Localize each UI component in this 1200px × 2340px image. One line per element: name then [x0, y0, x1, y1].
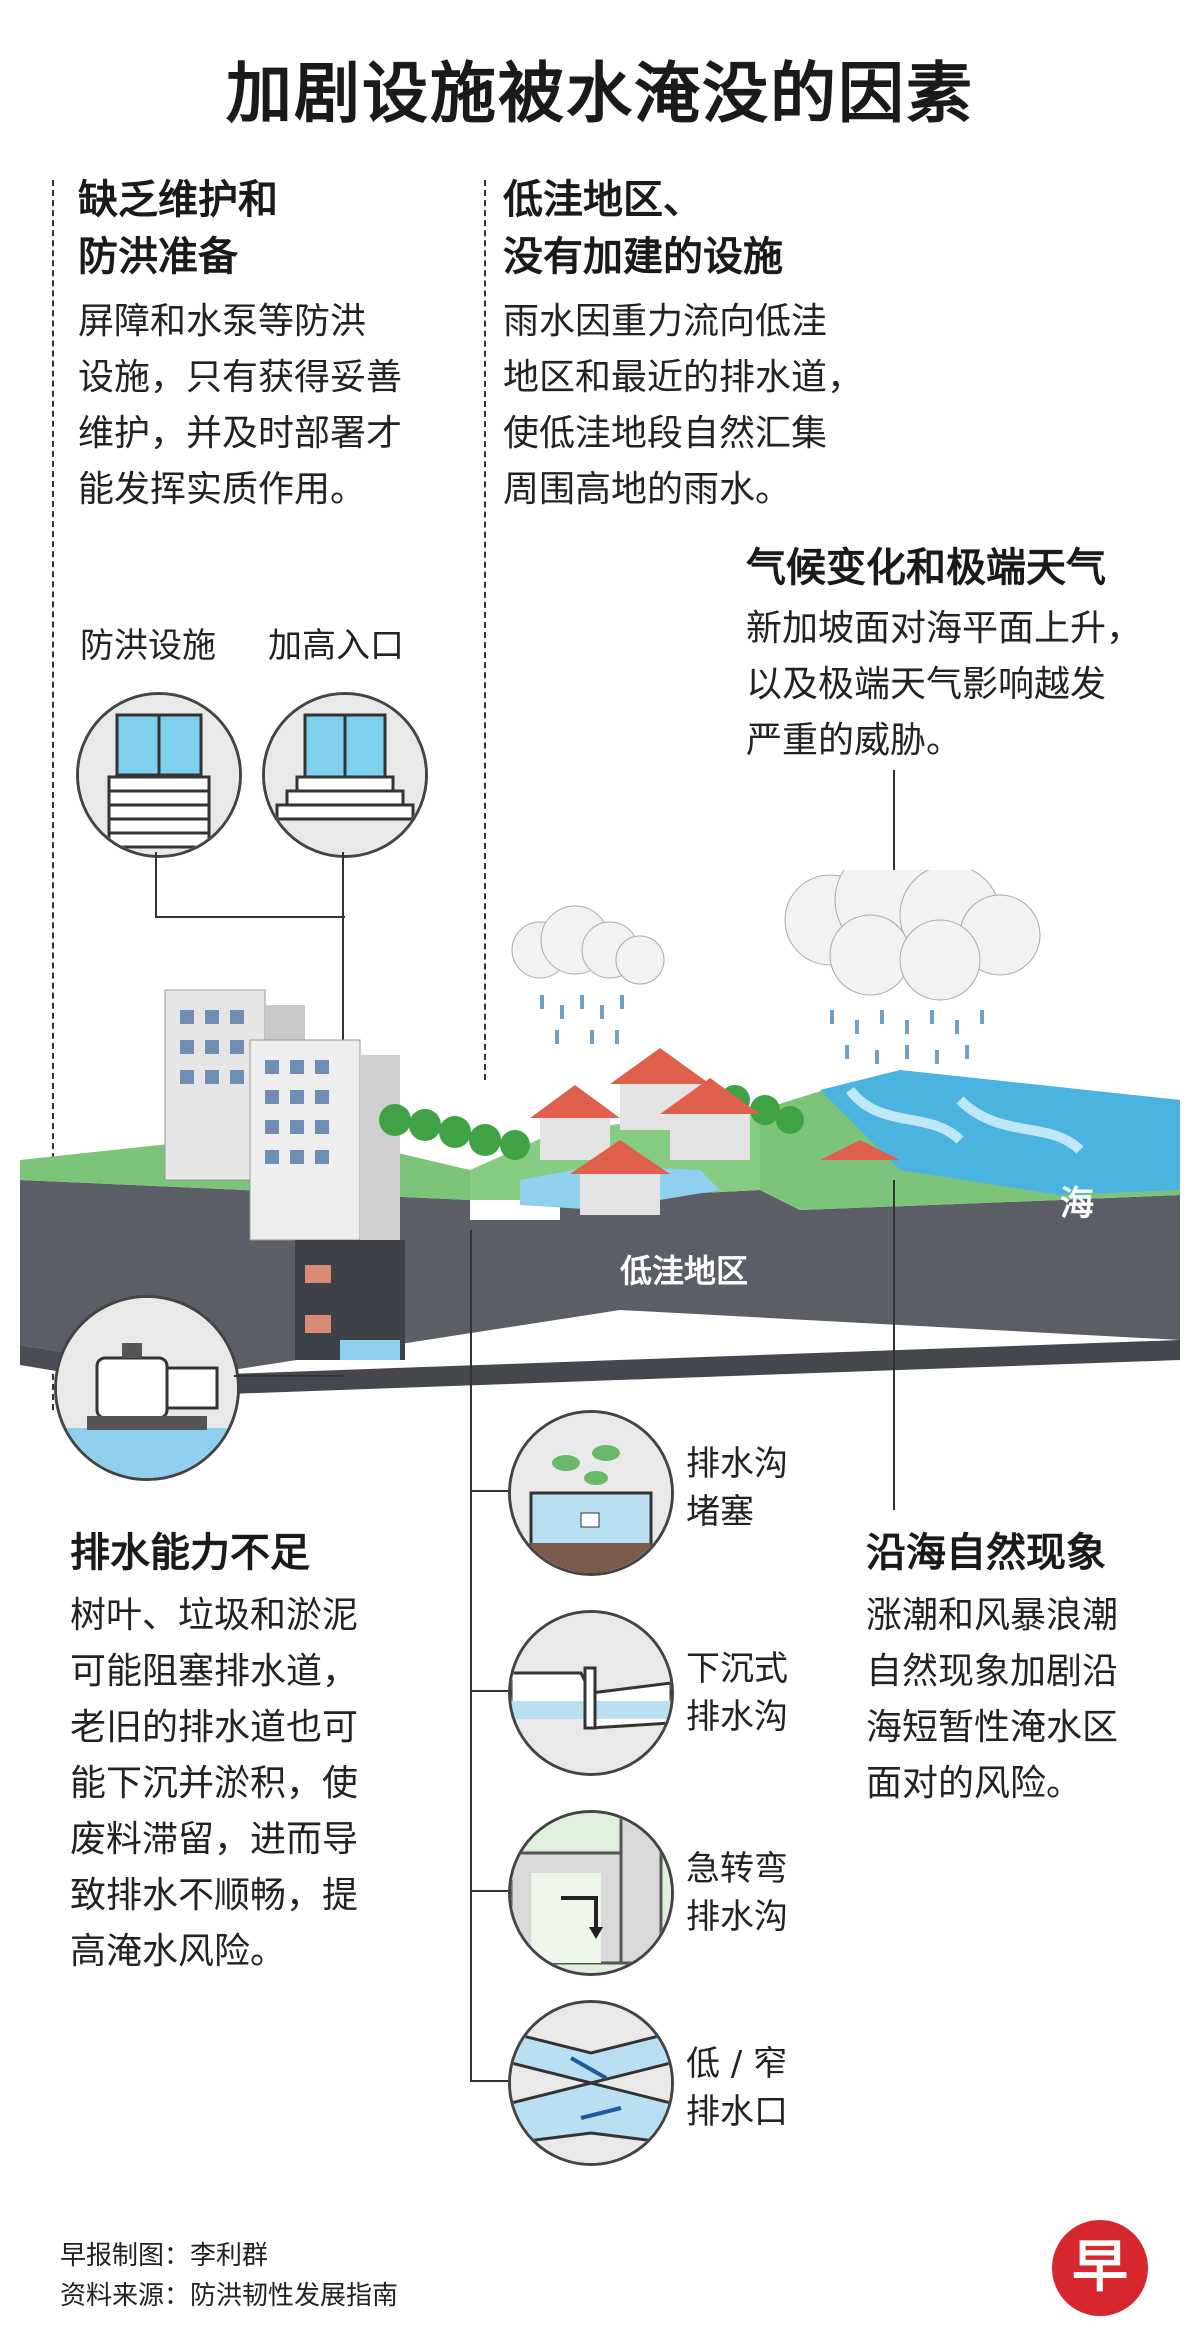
coastal-body-1: 涨潮和风暴浪潮 [866, 1595, 1119, 1636]
credits: 早报制图：李利群 资料来源：防洪韧性发展指南 [60, 2236, 398, 2316]
climate-body-2: 以及极端天气影响越发 [746, 664, 1107, 705]
drainage-body-2: 可能阻塞排水道， [70, 1651, 359, 1692]
sea-label: 海 [1060, 1184, 1094, 1224]
climate-section: 气候变化和极端天气 新加坡面对海平面上升， 以及极端天气影响越发 严重的威胁。 [746, 540, 1186, 769]
cloud-large-right [784, 870, 1041, 1001]
sump-water [340, 1340, 400, 1360]
lowlying-body-3: 使低洼地段自然汇集 [503, 413, 828, 454]
sharp-bend-drain-line2: 排水沟 [686, 1897, 788, 1937]
lowlying-body-4: 周围高地的雨水。 [503, 469, 792, 510]
narrow-outlet-label: 低 / 窄 排水口 [686, 2040, 788, 2136]
drainage-body-3: 老旧的排水道也可 [70, 1707, 359, 1748]
drainage-body-6: 致排水不顺畅，提 [70, 1875, 359, 1916]
barrier-connector-h [155, 916, 345, 918]
drain-branch-1 [470, 1490, 510, 1492]
maintenance-body-3: 维护，并及时部署才 [78, 413, 403, 454]
maintenance-body-2: 设施，只有获得妥善 [78, 357, 403, 398]
narrow-outlet-icon [508, 2000, 674, 2166]
lowlying-heading-1: 低洼地区、 [503, 177, 703, 223]
blocked-drain-line2: 堵塞 [686, 1492, 754, 1532]
sunken-drain-line2: 排水沟 [686, 1697, 788, 1737]
umbrella [820, 1140, 900, 1160]
maintenance-body-4: 能发挥实质作用。 [78, 469, 367, 510]
coastal-section: 沿海自然现象 涨潮和风暴浪潮 自然现象加剧沿 海短暂性淹水区 面对的风险。 [866, 1525, 1186, 1812]
maintenance-divider [52, 180, 54, 1410]
maintenance-body-1: 屏障和水泵等防洪 [78, 301, 367, 342]
cloud-small-left [511, 905, 665, 985]
house-4 [660, 1078, 760, 1160]
blocked-drain-icon [508, 1410, 674, 1576]
drainage-body-5: 废料滞留，进而导 [70, 1819, 359, 1860]
climate-heading: 气候变化和极端天气 [746, 545, 1106, 591]
drainage-body-1: 树叶、垃圾和淤泥 [70, 1595, 359, 1636]
blocked-drain-line1: 排水沟 [686, 1444, 788, 1484]
climate-body-1: 新加坡面对海平面上升， [746, 608, 1143, 649]
sharp-bend-drain-line1: 急转弯 [686, 1849, 788, 1889]
sharp-bend-drain-label: 急转弯 排水沟 [686, 1845, 788, 1941]
coastal-heading: 沿海自然现象 [866, 1530, 1106, 1576]
rain-drops [540, 995, 984, 1064]
basement-car-2 [305, 1315, 331, 1333]
sunken-drain-icon [508, 1610, 674, 1776]
sea-water [820, 1070, 1180, 1195]
lowlying-heading-2: 没有加建的设施 [503, 234, 783, 280]
blocked-drain-label: 排水沟 堵塞 [686, 1440, 788, 1536]
page-title: 加剧设施被水淹没的因素 [226, 55, 974, 132]
climate-leader-line [893, 770, 895, 920]
narrow-outlet-line2: 排水口 [686, 2092, 788, 2132]
sunken-drain-label: 下沉式 排水沟 [686, 1645, 788, 1741]
coastal-body-3: 海短暂性淹水区 [866, 1707, 1119, 1748]
drainage-body-4: 能下沉并淤积，使 [70, 1763, 359, 1804]
maintenance-heading-1: 缺乏维护和 [78, 177, 278, 223]
entrance-connector-v [342, 852, 344, 1212]
house-3 [570, 1140, 670, 1215]
drain-branch-4 [470, 2080, 510, 2082]
sharp-bend-drain-icon [508, 1810, 674, 1976]
lowlying-body-2: 地区和最近的排水道， [503, 357, 864, 398]
barrier-connector-v [155, 852, 157, 918]
credit-source: 资料来源：防洪韧性发展指南 [60, 2281, 399, 2311]
drain-branch-2 [470, 1690, 510, 1692]
sea-wave-1 [846, 1086, 964, 1144]
coastal-body-4: 面对的风险。 [866, 1763, 1083, 1804]
pump-label: 集水泵 [304, 1400, 401, 1438]
pump-connector [234, 1375, 344, 1377]
maintenance-heading-2: 防洪准备 [78, 234, 238, 280]
coastal-leader-line [893, 1180, 895, 1510]
lowlying-divider [484, 180, 486, 1080]
drainage-body-7: 高淹水风险。 [70, 1931, 287, 1972]
flood-barrier-icon [76, 692, 242, 858]
basement-car-1 [305, 1265, 331, 1283]
narrow-outlet-line1: 低 / 窄 [686, 2044, 788, 2084]
drain-branch-3 [470, 1890, 510, 1892]
flood-scene-illustration: 低洼地区 海 集水泵 [20, 870, 1180, 1438]
lowlying-section: 低洼地区、 没有加建的设施 雨水因重力流向低洼 地区和最近的排水道， 使低洼地段… [503, 172, 953, 518]
credit-graphic: 早报制图：李利群 [60, 2241, 269, 2271]
pump-icon [54, 1295, 240, 1481]
zaobao-logo: 早 [1052, 2220, 1148, 2316]
sunken-drain-line1: 下沉式 [686, 1649, 788, 1689]
climate-body-3: 严重的威胁。 [746, 720, 963, 761]
lowlying-body-1: 雨水因重力流向低洼 [503, 301, 828, 342]
ground-front [200, 1340, 1180, 1395]
coastal-body-2: 自然现象加剧沿 [866, 1651, 1119, 1692]
flood-barrier-label: 防洪设施 [80, 626, 216, 666]
drain-tree-trunk [470, 1230, 472, 2080]
lowland-label: 低洼地区 [620, 1252, 748, 1290]
house-1 [530, 1085, 620, 1160]
maintenance-section: 缺乏维护和 防洪准备 屏障和水泵等防洪 设施，只有获得妥善 维护，并及时部署才 … [78, 172, 458, 518]
raised-entrance-label: 加高入口 [268, 626, 404, 666]
drainage-heading: 排水能力不足 [70, 1530, 310, 1576]
sea-wave-2 [956, 1096, 1084, 1154]
raised-entrance-icon [262, 692, 428, 858]
drainage-section: 排水能力不足 树叶、垃圾和淤泥 可能阻塞排水道， 老旧的排水道也可 能下沉并淤积… [70, 1525, 450, 1980]
